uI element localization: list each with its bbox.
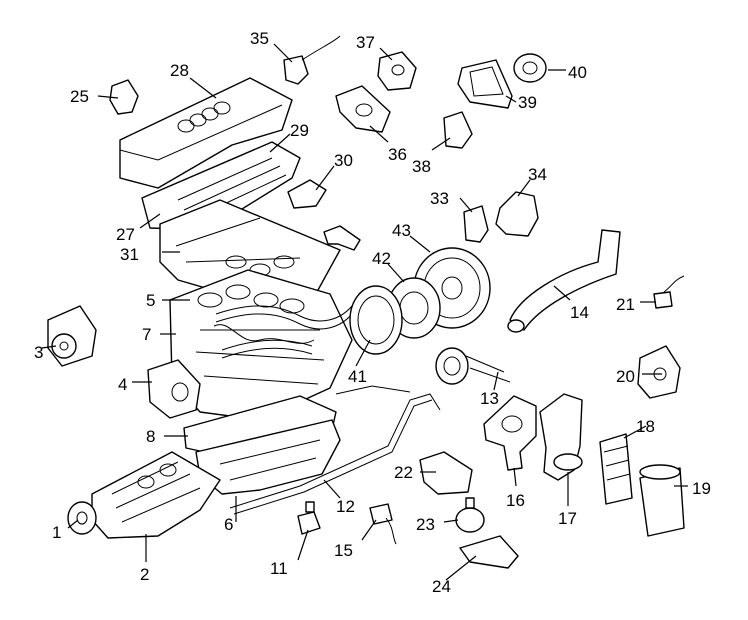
callout-42: 42	[372, 249, 391, 268]
leader-lines	[41, 43, 688, 581]
bracket-22	[419, 451, 473, 495]
water-pump-pulley	[47, 305, 97, 367]
callout-43: 43	[392, 221, 411, 240]
callout-21: 21	[616, 295, 635, 314]
coolant-pipe	[507, 229, 621, 333]
thermostat-housing	[495, 191, 539, 237]
oil-pan	[183, 395, 341, 495]
callout-25: 25	[70, 87, 89, 106]
callout-4: 4	[118, 375, 127, 394]
callout-35: 35	[250, 29, 269, 48]
callout-6: 6	[224, 515, 233, 534]
callout-14: 14	[570, 303, 589, 322]
callout-40: 40	[568, 63, 587, 82]
coolant-hoses	[215, 225, 361, 359]
callout-18: 18	[636, 417, 655, 436]
oil-filter-housing	[539, 393, 583, 481]
sensor-30	[287, 179, 327, 209]
sensor-33	[463, 205, 489, 243]
engine-mount-23	[455, 497, 485, 533]
callout-5: 5	[146, 291, 155, 310]
bearing-40	[513, 53, 547, 83]
callout-28: 28	[170, 61, 189, 80]
callout-2: 2	[140, 565, 149, 584]
callout-39: 39	[518, 93, 537, 112]
callout-24: 24	[432, 577, 451, 596]
callout-36: 36	[388, 145, 407, 164]
callout-29: 29	[290, 121, 309, 140]
callout-8: 8	[146, 427, 155, 446]
crankshaft-pulley	[67, 501, 97, 535]
sensor-15	[369, 503, 397, 545]
callout-15: 15	[334, 541, 353, 560]
callout-38: 38	[412, 157, 431, 176]
callout-17: 17	[558, 509, 577, 528]
callout-23: 23	[416, 515, 435, 534]
front-cover	[147, 359, 201, 419]
callout-41: 41	[348, 367, 367, 386]
engine-mount-36	[335, 85, 391, 133]
callout-22: 22	[394, 463, 413, 482]
filter-cap	[639, 464, 685, 537]
callout-30: 30	[334, 151, 353, 170]
callout-1: 1	[52, 523, 61, 542]
seal-ring	[349, 285, 403, 355]
callout-34: 34	[528, 165, 547, 184]
callout-7: 7	[142, 325, 151, 344]
callout-19: 19	[692, 479, 711, 498]
balance-shaft-housing	[91, 451, 221, 539]
engine-mount-37	[377, 51, 417, 91]
engine-cover	[119, 77, 293, 189]
sensor-35	[283, 35, 341, 85]
sensor-21	[653, 275, 685, 309]
sensor-25	[109, 79, 139, 115]
callout-20: 20	[616, 367, 635, 386]
dipstick-tube	[229, 385, 441, 515]
callout-37: 37	[356, 33, 375, 52]
mount-bracket-24	[459, 535, 519, 569]
oil-filter	[599, 433, 633, 505]
bracket-38	[443, 111, 473, 149]
callout-3: 3	[34, 343, 43, 362]
callout-12: 12	[336, 497, 355, 516]
callout-27: 27	[116, 225, 135, 244]
callout-16: 16	[506, 491, 525, 510]
gasket-39	[457, 59, 513, 109]
callout-33: 33	[430, 189, 449, 208]
callout-13: 13	[480, 389, 499, 408]
callout-31: 31	[120, 245, 139, 264]
oil-cooler-bracket	[637, 345, 681, 399]
small-ring-13	[435, 347, 511, 385]
callout-11: 11	[270, 559, 288, 578]
callout-labels: 1 2 3 4 5 6 7 8 11 12 13 14 15 16 17 18 …	[34, 29, 711, 596]
sensor-11	[297, 501, 321, 535]
water-pump	[483, 395, 537, 471]
